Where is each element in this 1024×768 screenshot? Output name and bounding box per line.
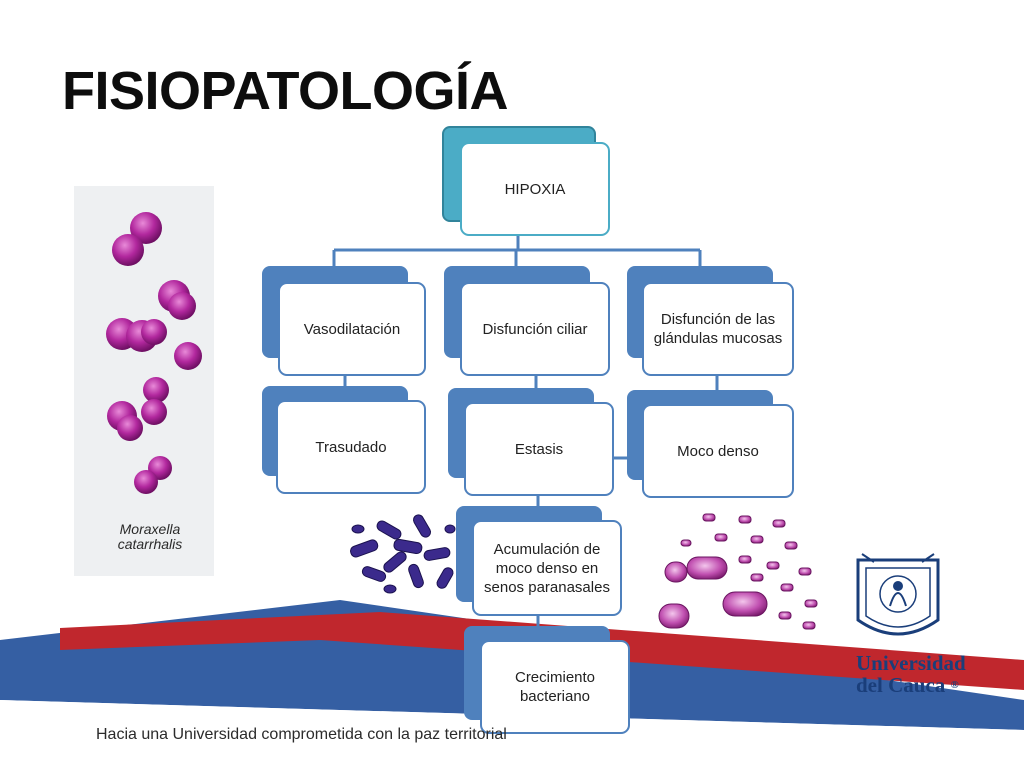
node-trasudado: Trasudado [276, 400, 426, 494]
node-moco-denso: Moco denso [642, 404, 794, 498]
university-name: Universidad del Cauca ® [856, 652, 966, 696]
image-caption: Moraxella catarrhalis [100, 522, 200, 552]
footer-slogan: Hacia una Universidad comprometida con l… [96, 726, 507, 743]
caption-line-2: catarrhalis [117, 536, 183, 552]
moraxella-image-panel [74, 186, 214, 576]
university-seal-logo [856, 553, 940, 636]
branch-disfuncion-ciliar: Disfunción ciliar [460, 282, 610, 376]
slide-title: FISIOPATOLOGÍA [62, 61, 509, 121]
node-crecimiento-bacteriano: Crecimiento bacteriano [480, 640, 630, 734]
university-name-line-2: del Cauca ® [856, 674, 966, 696]
university-name-line-2-text: del Cauca [856, 673, 946, 697]
university-name-line-1: Universidad [856, 651, 966, 675]
rod-bacteria-cluster-image [350, 514, 456, 594]
moraxella-cocci-image [106, 212, 202, 494]
node-acumulacion-moco: Acumulación de moco denso en senos paran… [472, 520, 622, 616]
registered-mark: ® [950, 679, 959, 691]
node-estasis: Estasis [464, 402, 614, 496]
branch-disfuncion-glandulas: Disfunción de las glándulas mucosas [642, 282, 794, 376]
branch-vasodilatacion: Vasodilatación [278, 282, 426, 376]
root-node-hipoxia: HIPOXIA [460, 142, 610, 236]
mixed-bacteria-image [658, 513, 818, 630]
caption-line-1: Moraxella [119, 521, 181, 537]
